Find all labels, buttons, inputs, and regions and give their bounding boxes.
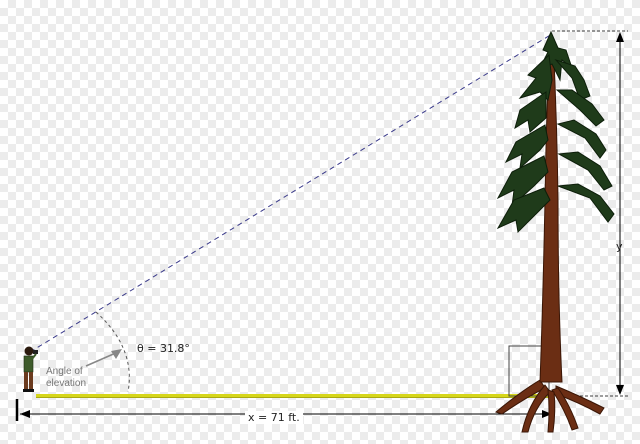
distance-label: x = 71 ft. (245, 411, 303, 424)
angle-caption-line1: Angle of (46, 366, 83, 377)
line-of-sight (29, 33, 553, 353)
tree-trunk (539, 37, 563, 383)
angle-caption-line2: elevation (46, 378, 87, 389)
observer-person (23, 346, 38, 392)
tree (494, 30, 615, 433)
height-label: y (616, 240, 623, 253)
angle-pointer-arrow (85, 349, 122, 367)
tree-foliage (496, 30, 615, 234)
angle-value-label: θ = 31.8° (137, 342, 190, 355)
height-dimension (552, 30, 628, 397)
angle-of-elevation-caption: Angle of elevation (46, 366, 86, 390)
